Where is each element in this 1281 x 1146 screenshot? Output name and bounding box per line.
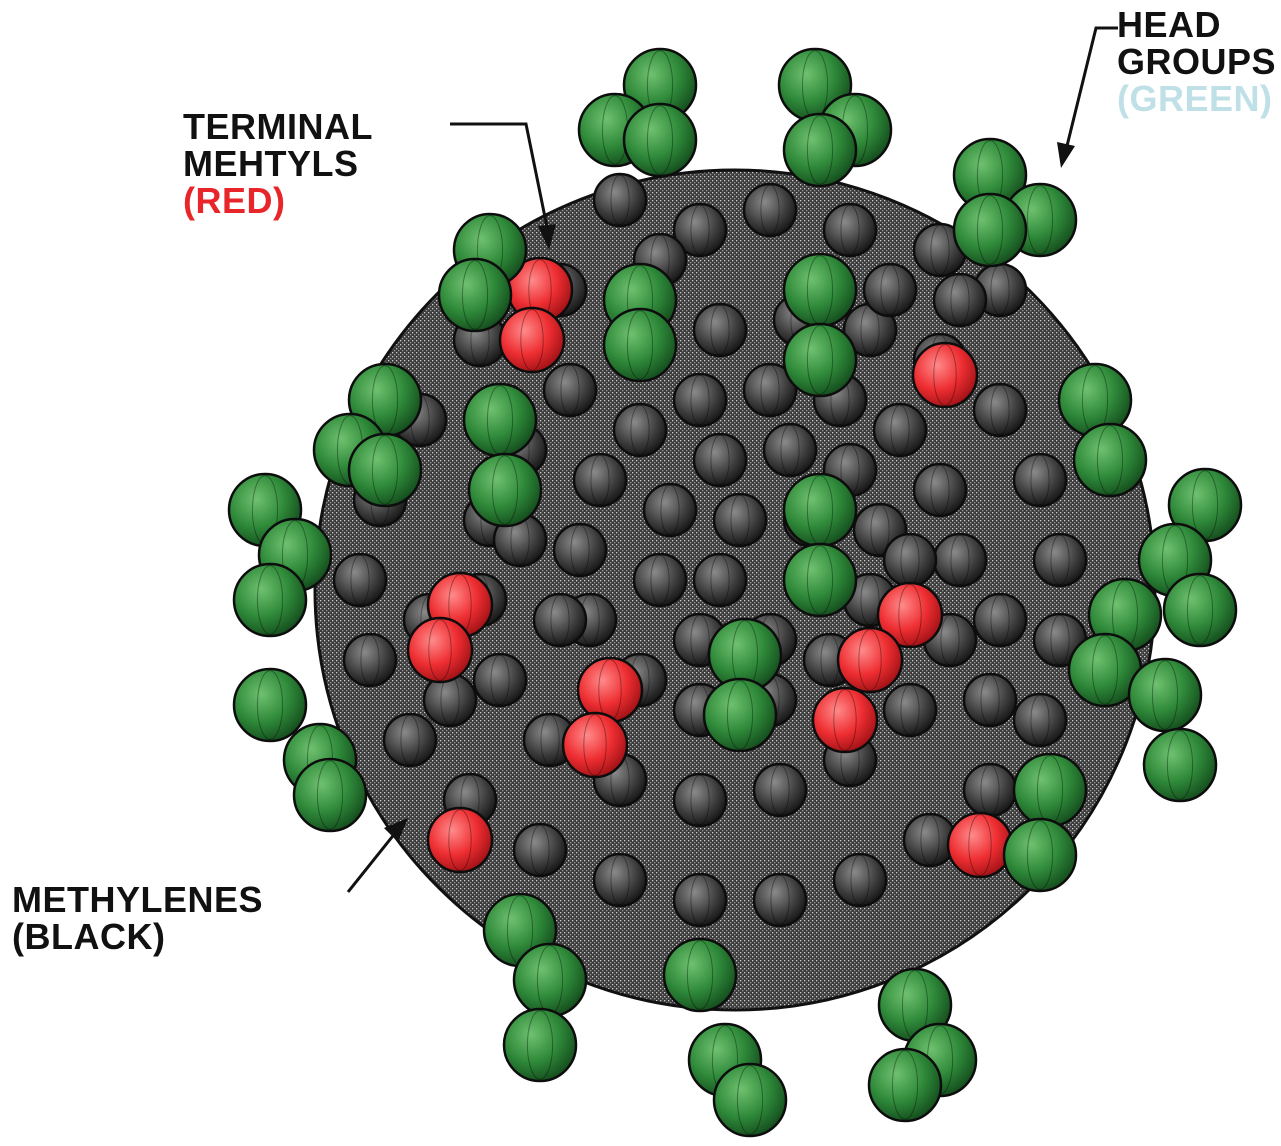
head-group-atom (1004, 819, 1076, 891)
head-group-atom (504, 1009, 576, 1081)
methylenes-line2: (BLACK) (12, 918, 263, 955)
terminal-methyl-atom (428, 808, 492, 872)
head-group-atom (234, 669, 306, 741)
terminal-methyls-line1: TERMINAL (183, 108, 373, 145)
head-group-atom (784, 254, 856, 326)
head-group-atom (784, 114, 856, 186)
methylene-atom (974, 594, 1026, 646)
terminal-methyl-atom (838, 628, 902, 692)
head-group-atom (664, 939, 736, 1011)
head-group-atom (784, 544, 856, 616)
methylene-atom (474, 654, 526, 706)
head-group-atom (954, 194, 1026, 266)
methylene-atom (884, 534, 936, 586)
methylene-atom (864, 264, 916, 316)
terminal-methyl-atom (948, 813, 1012, 877)
head-groups-line2: GROUPS (1117, 43, 1276, 80)
methylene-atom (674, 774, 726, 826)
methylenes-line1: METHYLENES (12, 881, 263, 918)
head-group-atom (464, 384, 536, 456)
methylenes-label: METHYLENES (BLACK) (12, 881, 263, 955)
head-group-atom (604, 309, 676, 381)
head-group-atom (784, 474, 856, 546)
methylene-atom (534, 594, 586, 646)
head-group-atom (469, 454, 541, 526)
head-group-atom (1129, 659, 1201, 731)
head-groups-arrow (1066, 28, 1118, 150)
methylene-atom (1034, 534, 1086, 586)
methylene-atom (344, 634, 396, 686)
head-group-atom (1164, 574, 1236, 646)
methylene-atom (574, 454, 626, 506)
methylene-atom (824, 204, 876, 256)
head-group-atom (784, 324, 856, 396)
methylene-atom (594, 854, 646, 906)
terminal-methyls-line2: MEHTYLS (183, 145, 373, 182)
terminal-methyl-atom (813, 688, 877, 752)
head-groups-arrowhead (1057, 142, 1075, 168)
methylene-atom (764, 424, 816, 476)
methylene-atom (594, 174, 646, 226)
methylene-atom (554, 524, 606, 576)
methylene-atom (694, 554, 746, 606)
methylene-atom (834, 854, 886, 906)
head-group-atom (1074, 424, 1146, 496)
methylenes-arrow (348, 832, 396, 892)
methylene-atom (744, 184, 796, 236)
terminal-methyls-color-note: (RED) (183, 182, 373, 219)
terminal-methyl-atom (563, 713, 627, 777)
methylene-atom (1014, 694, 1066, 746)
methylene-atom (1014, 454, 1066, 506)
head-group-atom (1144, 729, 1216, 801)
methylene-atom (634, 554, 686, 606)
methylene-atom (754, 764, 806, 816)
methylene-atom (754, 874, 806, 926)
methylene-atom (714, 494, 766, 546)
head-group-atom (439, 259, 511, 331)
head-groups-color-note: (GREEN) (1117, 80, 1276, 117)
methylene-atom (964, 674, 1016, 726)
methylene-atom (334, 554, 386, 606)
head-group-atom (234, 564, 306, 636)
methylene-atom (384, 714, 436, 766)
head-groups-label: HEAD GROUPS (GREEN) (1117, 6, 1276, 117)
methylene-atom (694, 434, 746, 486)
head-group-atom (514, 944, 586, 1016)
terminal-methyl-atom (913, 343, 977, 407)
methylene-atom (934, 274, 986, 326)
head-group-atom (1014, 754, 1086, 826)
head-group-atom (714, 1064, 786, 1136)
head-group-atom (704, 679, 776, 751)
terminal-methyls-label: TERMINAL MEHTYLS (RED) (183, 108, 373, 219)
head-group-atom (294, 759, 366, 831)
methylene-atom (964, 764, 1016, 816)
methylene-atom (974, 384, 1026, 436)
methylene-atom (884, 684, 936, 736)
head-group-atom (624, 104, 696, 176)
methylene-atom (644, 484, 696, 536)
head-groups-line1: HEAD (1117, 6, 1276, 43)
methylene-atom (674, 874, 726, 926)
methylene-atom (544, 364, 596, 416)
head-group-atom (349, 434, 421, 506)
methylene-atom (614, 404, 666, 456)
methylene-atom (694, 304, 746, 356)
methylene-atom (914, 464, 966, 516)
methylene-atom (674, 374, 726, 426)
methylene-atom (874, 404, 926, 456)
methylene-atom (514, 824, 566, 876)
terminal-methyl-atom (500, 308, 564, 372)
terminal-methyl-atom (408, 618, 472, 682)
methylene-atom (934, 534, 986, 586)
head-group-atom (869, 1049, 941, 1121)
terminal-methyl-atom (578, 658, 642, 722)
